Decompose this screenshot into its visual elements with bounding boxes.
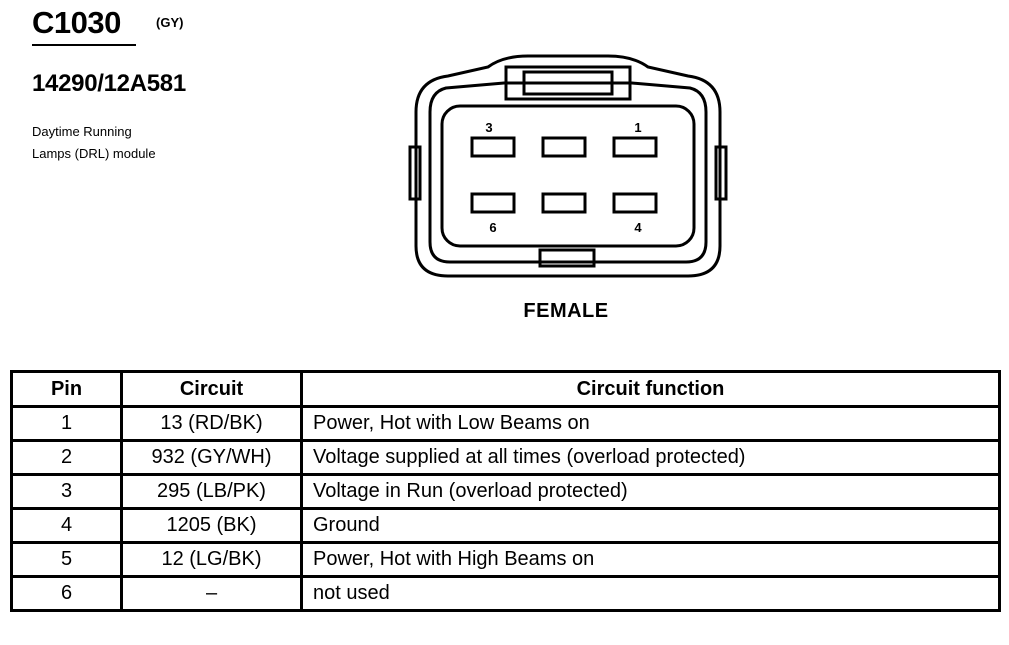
column-header-function: Circuit function	[300, 370, 1001, 408]
circuit-cell: 932 (GY/WH)	[120, 439, 303, 476]
description-line-2: Lamps (DRL) module	[32, 146, 156, 161]
circuit-cell: 1205 (BK)	[120, 507, 303, 544]
connector-inner-shroud	[428, 81, 708, 264]
connector-pin-cavity	[440, 104, 696, 248]
pin-slot-5	[541, 192, 587, 214]
table-row: 3 295 (LB/PK) Voltage in Run (overload p…	[10, 473, 1001, 510]
pin-cell: 2	[10, 439, 123, 476]
connector-color: (GY)	[156, 15, 184, 30]
column-header-circuit: Circuit	[120, 370, 303, 408]
connector-face-diagram: 3 1 6 4	[408, 54, 728, 278]
locking-latch	[504, 65, 632, 101]
description-line-1: Daytime Running	[32, 124, 132, 139]
pin-cell: 1	[10, 405, 123, 442]
table-row: 4 1205 (BK) Ground	[10, 507, 1001, 544]
pin-slot-1	[612, 136, 658, 158]
pin-slot-6	[470, 192, 516, 214]
circuit-cell: –	[120, 575, 303, 612]
table-row: 6 – not used	[10, 575, 1001, 612]
connector-outer-housing	[414, 54, 722, 278]
pin-slot-4	[612, 192, 658, 214]
pin-slot-2	[541, 136, 587, 158]
table-row: 1 13 (RD/BK) Power, Hot with Low Beams o…	[10, 405, 1001, 442]
table-header-row: Pin Circuit Circuit function	[10, 370, 1001, 408]
side-key-right	[714, 145, 728, 201]
connector-id-underline	[32, 44, 136, 46]
pinout-table: Pin Circuit Circuit function 1 13 (RD/BK…	[10, 370, 1001, 612]
column-header-pin: Pin	[10, 370, 123, 408]
function-cell: not used	[300, 575, 1001, 612]
component-description: Daytime Running Lamps (DRL) module	[32, 121, 156, 165]
locking-latch-tab	[522, 70, 614, 96]
pin-slot-3	[470, 136, 516, 158]
circuit-cell: 12 (LG/BK)	[120, 541, 303, 578]
function-cell: Power, Hot with High Beams on	[300, 541, 1001, 578]
circuit-cell: 13 (RD/BK)	[120, 405, 303, 442]
connector-gender-label: FEMALE	[523, 300, 609, 322]
pin-cell: 3	[10, 473, 123, 510]
circuit-cell: 295 (LB/PK)	[120, 473, 303, 510]
pin-label-1: 1	[634, 120, 641, 135]
table-row: 2 932 (GY/WH) Voltage supplied at all ti…	[10, 439, 1001, 476]
table-row: 5 12 (LG/BK) Power, Hot with High Beams …	[10, 541, 1001, 578]
function-cell: Voltage supplied at all times (overload …	[300, 439, 1001, 476]
function-cell: Power, Hot with Low Beams on	[300, 405, 1001, 442]
connector-id: C1030	[32, 5, 121, 40]
pin-label-3: 3	[485, 120, 492, 135]
function-cell: Ground	[300, 507, 1001, 544]
part-number: 14290/12A581	[32, 70, 186, 97]
bottom-key	[538, 248, 596, 268]
pin-label-6: 6	[489, 220, 496, 235]
pin-cell: 5	[10, 541, 123, 578]
side-key-left	[408, 145, 422, 201]
pin-cell: 4	[10, 507, 123, 544]
pin-label-4: 4	[634, 220, 642, 235]
function-cell: Voltage in Run (overload protected)	[300, 473, 1001, 510]
pin-cell: 6	[10, 575, 123, 612]
